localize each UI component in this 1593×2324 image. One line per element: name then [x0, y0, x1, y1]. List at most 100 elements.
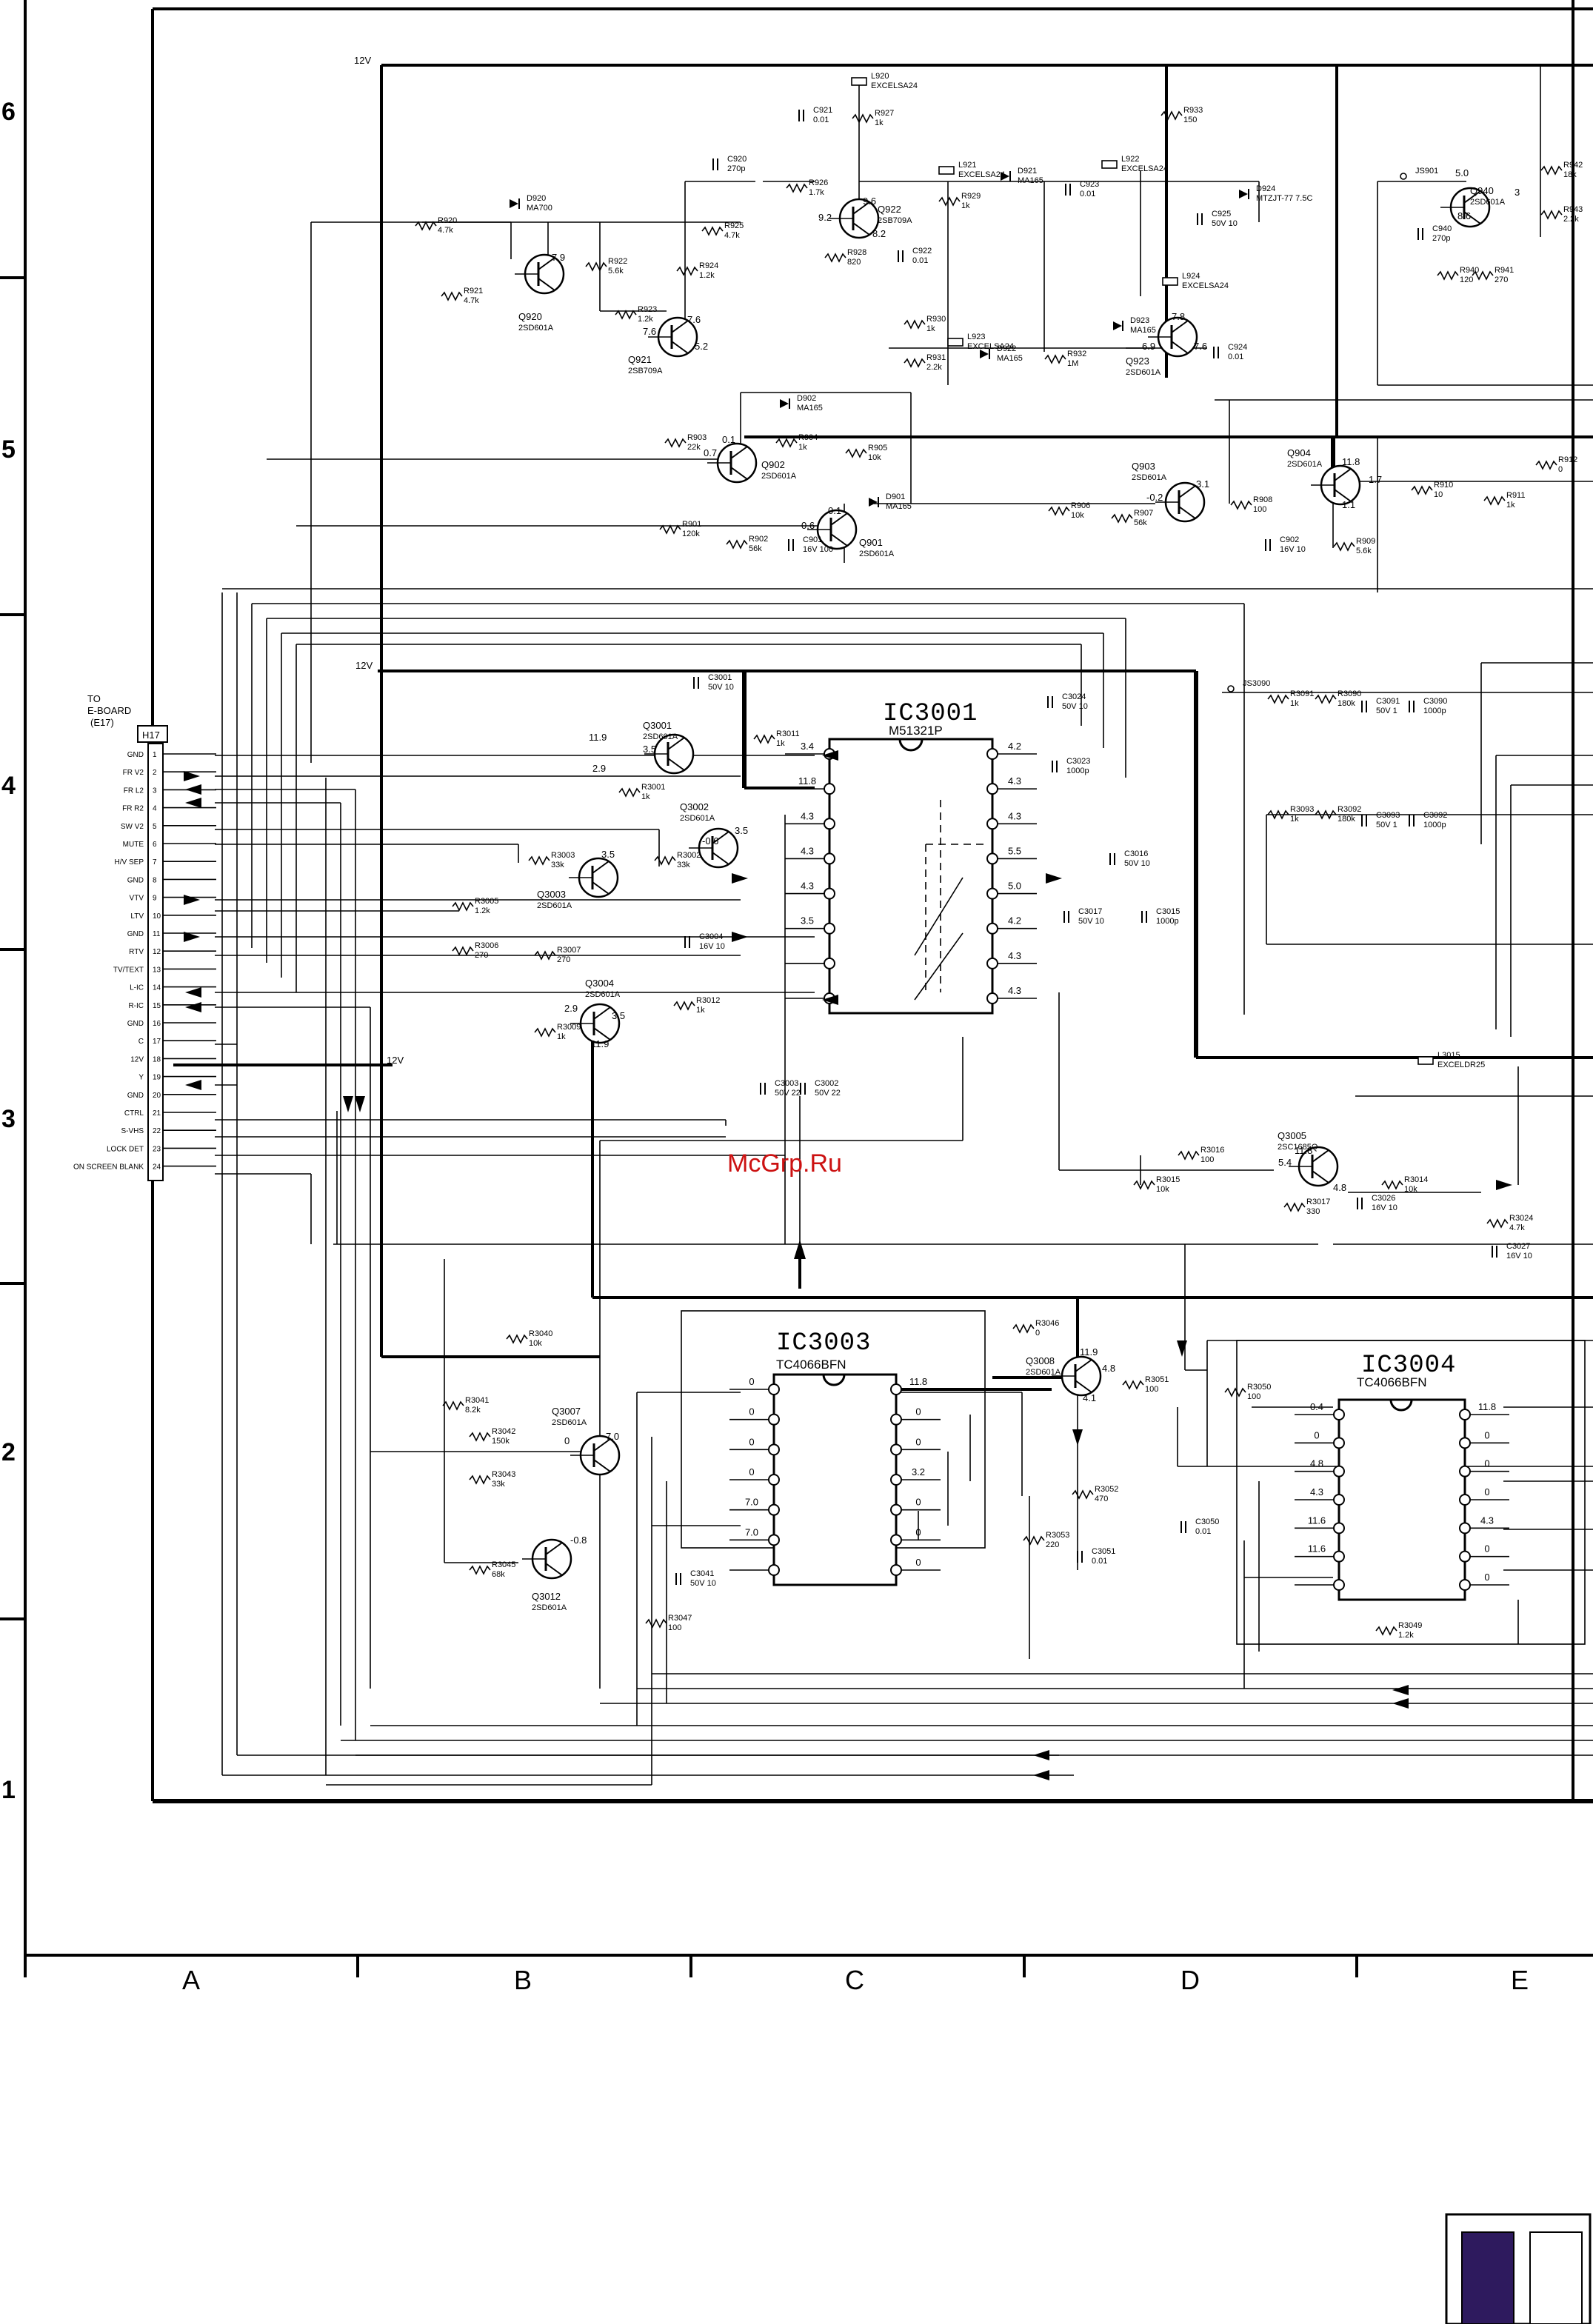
- resistor-symbol: [452, 901, 474, 912]
- resistor-symbol: [1315, 809, 1337, 820]
- ic3004-pin: [1459, 1550, 1471, 1563]
- transistor-part: 2SD601A: [518, 324, 554, 333]
- component-ref: R3009: [557, 1023, 581, 1032]
- ic3004-pin-voltage: 0: [1484, 1458, 1489, 1469]
- component-ref: L924: [1182, 272, 1200, 281]
- ic3001-pin: [986, 887, 998, 900]
- resistor-symbol: [904, 319, 926, 330]
- resistor-symbol: [1315, 694, 1337, 704]
- component-value: 1M: [1067, 359, 1078, 368]
- ic3001-pin: [824, 957, 835, 969]
- terminal-voltage: 8.2: [872, 228, 886, 239]
- connector-pin-number: 14: [153, 984, 161, 992]
- component-ref: R3053: [1046, 1531, 1069, 1540]
- resistor-symbol: [1023, 1535, 1045, 1546]
- component-value: 0.01: [813, 116, 829, 124]
- ic3003-pin-voltage: 0: [749, 1406, 754, 1418]
- component-value: 33k: [492, 1480, 505, 1489]
- transistor-collector: [593, 1006, 611, 1020]
- resistor-symbol: [1111, 513, 1133, 524]
- connector-pin-number: 22: [153, 1127, 161, 1135]
- resistor-symbol: [1230, 500, 1252, 510]
- component-ref: C925: [1212, 210, 1231, 218]
- component-ref: C3024: [1062, 692, 1086, 701]
- component-value: 100: [668, 1623, 681, 1632]
- component-value: 0.01: [1080, 190, 1095, 198]
- resistor-symbol: [1375, 1626, 1397, 1636]
- component-value: 1k: [641, 792, 650, 801]
- transistor-part: 2SD601A: [1132, 473, 1167, 482]
- resistor-symbol: [1178, 1150, 1200, 1161]
- ic3001-pin-voltage: 11.8: [798, 775, 816, 787]
- component-ref: R933: [1183, 106, 1203, 115]
- resistor-symbol: [1333, 541, 1355, 552]
- component-value: 220: [1046, 1540, 1059, 1549]
- resistor-symbol: [1160, 110, 1183, 121]
- terminal-voltage: 3.5: [612, 1010, 625, 1021]
- ic3003-pin-voltage: 3.2: [912, 1466, 925, 1477]
- transistor-ref: Q901: [859, 537, 883, 548]
- component-ref: C3001: [708, 673, 732, 682]
- flow-arrow-left: [185, 1002, 201, 1012]
- inductor-symbol: [1162, 277, 1178, 286]
- flow-arrow-left: [1392, 1685, 1409, 1695]
- transistor-emitter: [671, 341, 689, 354]
- component-value: 50V 22: [815, 1089, 841, 1098]
- resistor-symbol: [1267, 809, 1289, 820]
- component-value: 16V 10: [1506, 1252, 1532, 1260]
- transistor-part: 2SC1685Q: [1278, 1143, 1318, 1152]
- transistor-emitter: [593, 1027, 611, 1041]
- component-value: 100: [1247, 1392, 1260, 1401]
- terminal-voltage: 3: [1514, 187, 1520, 198]
- connector-pin-number: 17: [153, 1038, 161, 1046]
- component-value: 1.7k: [809, 188, 824, 197]
- transistor-collector: [667, 737, 685, 750]
- component-value: 0.01: [1228, 353, 1243, 361]
- ic3003-pin: [768, 1413, 780, 1426]
- ic3003-pin: [890, 1443, 902, 1456]
- component-ref: R3014: [1404, 1175, 1428, 1184]
- component-ref: D902: [797, 394, 816, 403]
- component-ref: R3002: [677, 851, 701, 860]
- component-ref: R924: [699, 261, 718, 270]
- component-ref: C3093: [1376, 811, 1400, 820]
- ic3004-pin: [1333, 1437, 1345, 1449]
- connector-pin-name: L-IC: [130, 984, 144, 992]
- resistor-symbol: [469, 1432, 491, 1442]
- resistor-symbol: [1472, 270, 1494, 281]
- connector-pin-number: 19: [153, 1074, 161, 1082]
- component-value: 16V 10: [699, 942, 725, 951]
- component-ref: D901: [886, 492, 905, 501]
- ic3003-pin: [890, 1503, 902, 1516]
- supply-rails: [173, 64, 1593, 1391]
- connector-pin-number: 7: [153, 858, 157, 867]
- resistor-symbol: [904, 358, 926, 368]
- transistor-part: 2SD601A: [1470, 198, 1506, 207]
- resistor-symbol: [726, 539, 748, 550]
- transistor-emitter: [1334, 489, 1352, 502]
- connector-pin-number: 12: [153, 948, 161, 956]
- transistor-collector: [538, 257, 555, 270]
- component-value: 68k: [492, 1570, 505, 1579]
- ic3001-pin-voltage: 4.3: [801, 845, 814, 856]
- ic3001-pin-voltage: 4.2: [1008, 741, 1021, 752]
- ic3003-label: IC3003: [776, 1329, 871, 1358]
- transistor-collector: [592, 861, 610, 874]
- component-ref: R3040: [529, 1329, 552, 1338]
- component-ref: C3050: [1195, 1517, 1219, 1526]
- inductor-symbol: [947, 338, 964, 347]
- component-value: 180k: [1337, 699, 1355, 708]
- jumper-symbol: [1227, 685, 1235, 692]
- transistor-part: 2SD601A: [1026, 1368, 1061, 1377]
- component-ref: C3090: [1423, 697, 1447, 706]
- swatch-light: [1529, 2231, 1583, 2324]
- terminal-voltage: 0.1: [828, 505, 841, 516]
- ic3003-pin: [768, 1383, 780, 1395]
- component-value: 1k: [875, 118, 884, 127]
- resistor-symbol: [659, 524, 681, 535]
- column-marker-c: C: [845, 1965, 864, 1995]
- component-ref: R3049: [1398, 1621, 1422, 1630]
